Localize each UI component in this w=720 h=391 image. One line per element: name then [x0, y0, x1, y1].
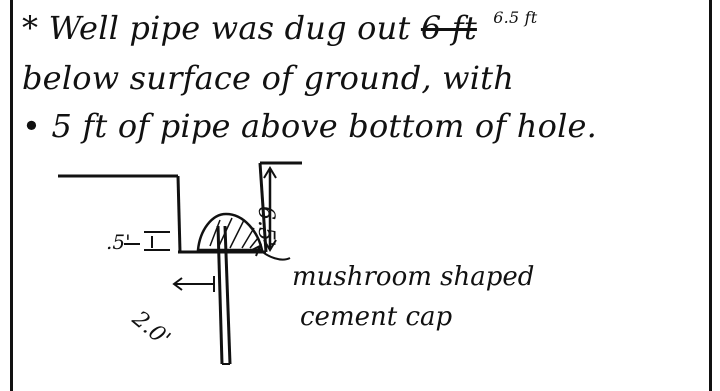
cap-label-line-1: mushroom shaped — [292, 262, 535, 292]
cap-label-leader — [257, 247, 291, 261]
depth-arrow-bottom — [263, 239, 277, 252]
small-height-label: .5' — [106, 230, 131, 254]
pipe-left-edge — [216, 225, 224, 365]
note-line-1: * Well pipe was dug out 6 ft 6.5 ft — [22, 9, 537, 47]
note-line-1-correction: 6.5 ft — [493, 8, 538, 27]
left-border-line — [10, 0, 13, 391]
cement-cap-outline — [196, 212, 264, 252]
note-line-2: below surface of ground, with — [22, 59, 515, 97]
pipe-right-edge — [223, 225, 232, 365]
depth-arrow-top — [263, 166, 277, 179]
hole-left-wall — [176, 175, 182, 253]
depth-label: 6.5' — [253, 206, 278, 248]
hole-right-wall — [258, 162, 268, 253]
cap-label-line-2: cement cap — [300, 302, 453, 332]
note-line-3: • 5 ft of pipe above bottom of hole. — [22, 107, 598, 145]
cap-label-arrow — [251, 243, 262, 257]
pipe-length-arrow — [172, 277, 183, 291]
note-line-1-strikeout: 6 ft — [420, 9, 477, 47]
right-border-line — [709, 0, 712, 391]
note-line-1-prefix: * Well pipe was dug out — [22, 9, 411, 47]
